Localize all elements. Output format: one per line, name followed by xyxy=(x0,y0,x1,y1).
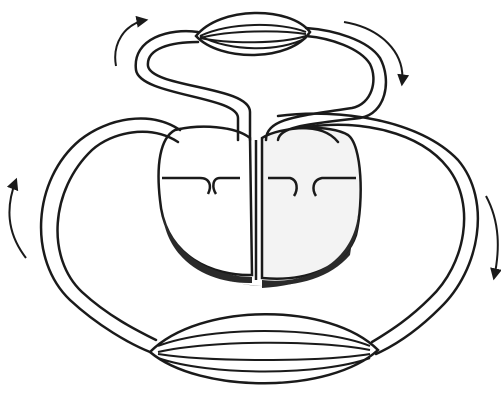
flow-arrow-left-icon xyxy=(9,180,26,258)
systemic-circuit xyxy=(41,114,478,354)
left-heart-chamber xyxy=(159,127,252,275)
pulmonary-circuit xyxy=(136,28,386,140)
heart xyxy=(159,127,361,288)
flow-arrows xyxy=(9,20,497,278)
systemic-capillary-bed xyxy=(150,314,378,383)
flow-arrow-right-icon xyxy=(486,196,498,278)
pulmonary-capillary-bed xyxy=(196,13,310,55)
flow-arrow-top-left-icon xyxy=(115,20,146,66)
